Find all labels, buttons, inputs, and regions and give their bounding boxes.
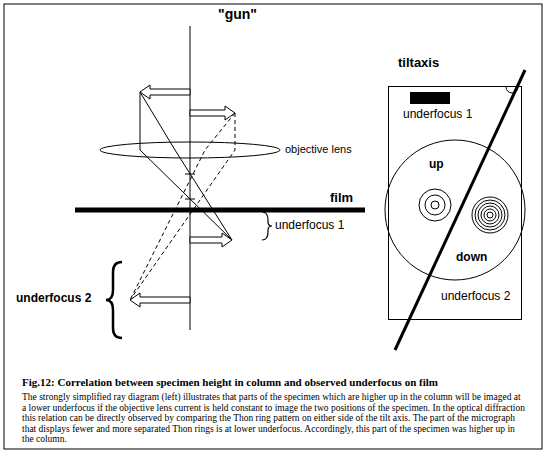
specimen-arrow (140, 85, 190, 99)
image-arrow (190, 233, 232, 247)
axis-label: tiltaxis (398, 56, 439, 71)
underfocus-label: underfocus 1 (275, 219, 344, 233)
underfocus-label: underfocus 2 (441, 290, 510, 304)
optical-axis (190, 26, 191, 330)
brace (262, 212, 272, 240)
label-patch (410, 92, 450, 104)
image-arrow (130, 293, 190, 307)
film-label: film (330, 191, 353, 206)
underfocus-label: underfocus 1 (403, 108, 472, 122)
figure-caption: The strongly simplified ray diagram (lef… (22, 392, 527, 445)
thon-rings-many (472, 197, 508, 233)
tilt-axis (395, 70, 525, 350)
brace (106, 262, 122, 338)
figure-heading: Fig.12: Correlation between specimen hei… (22, 376, 527, 389)
dashed-ray (130, 113, 235, 300)
diffraction-area (385, 140, 525, 280)
specimen-arrow (190, 106, 235, 120)
objective-lens (100, 142, 280, 158)
micrograph-frame: underfocus 1 up down underfocus 2 (388, 86, 522, 320)
film-plane (75, 208, 365, 213)
region-label: up (429, 158, 444, 172)
region-label: down (456, 251, 487, 265)
underfocus-label: underfocus 2 (16, 292, 91, 306)
crossover-tick (185, 199, 195, 200)
source-label: "gun" (218, 6, 257, 22)
figure-frame (4, 4, 542, 449)
thon-rings-few (419, 189, 451, 221)
lens-label: objective lens (285, 143, 352, 156)
crossover-tick (185, 174, 195, 175)
dashed-ray (130, 113, 235, 300)
